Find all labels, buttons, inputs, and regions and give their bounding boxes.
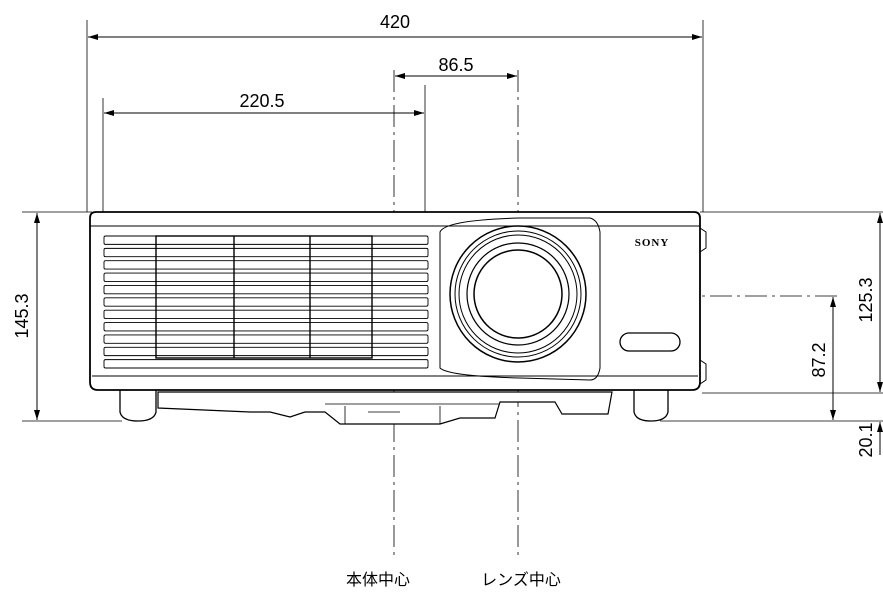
- right-foot: [633, 387, 669, 422]
- label-overall-width: 420: [380, 12, 410, 32]
- dimension-lines: [34, 34, 883, 455]
- vent-slat: [103, 285, 429, 295]
- vent-slat: [103, 272, 429, 282]
- lens-glass: [473, 249, 563, 339]
- vent-slat: [103, 322, 429, 332]
- projector-body: [89, 211, 707, 425]
- underside: [157, 391, 613, 425]
- vent-inner-block: [155, 235, 373, 359]
- label-body-half-width: 220.5: [239, 91, 284, 111]
- vent-slat: [103, 359, 429, 369]
- extension-lines: [22, 20, 883, 422]
- vent-grille: [103, 235, 429, 369]
- vent-slat: [103, 260, 429, 270]
- label-overall-height: 145.3: [12, 293, 32, 338]
- left-foot: [119, 387, 157, 422]
- label-foot-height: 20.1: [856, 422, 876, 457]
- label-lens-center-from-feet: 87.2: [809, 342, 829, 377]
- vent-slat: [103, 334, 429, 344]
- indicator-window: [619, 332, 681, 352]
- brand-logo: SONY: [635, 237, 670, 249]
- vent-slat: [103, 247, 429, 258]
- label-lens-center: レンズ中心: [481, 570, 561, 589]
- vent-slat: [103, 297, 429, 307]
- lens-outer-ring: [449, 225, 587, 363]
- vent-slat: [103, 346, 429, 357]
- label-lens-center-height: 125.3: [856, 277, 876, 322]
- vent-slat: [103, 309, 429, 319]
- main-shell: [89, 211, 701, 391]
- label-lens-offset: 86.5: [438, 55, 473, 75]
- label-body-center: 本体中心: [346, 570, 410, 589]
